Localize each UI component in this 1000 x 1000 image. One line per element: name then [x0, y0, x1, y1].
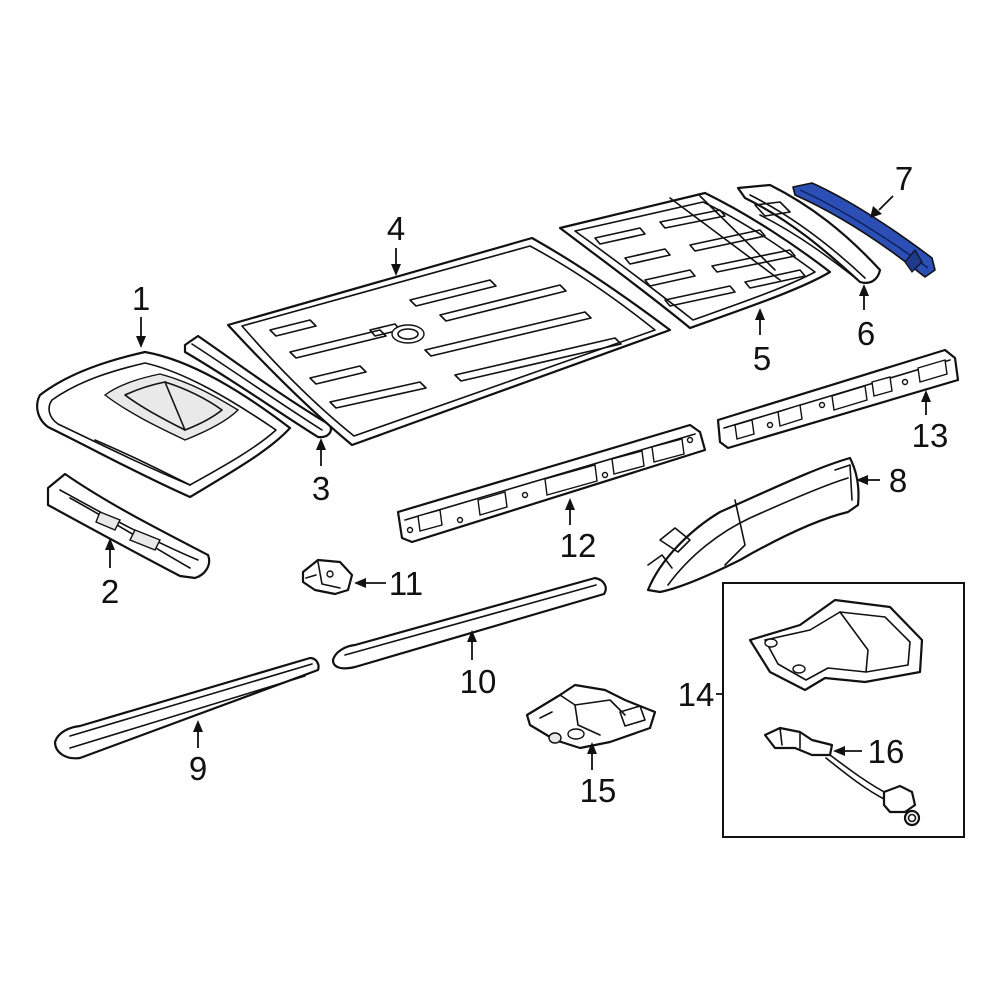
- part-4-main-roof-panel[interactable]: [226, 236, 672, 447]
- part-5-rear-roof-panel[interactable]: [558, 191, 832, 330]
- part-8-rear-quarter-panel[interactable]: [646, 456, 860, 594]
- callout-14: 14: [678, 676, 715, 713]
- callout-labels: 1 2 3 4 5 6 7 8 9 10 11 12 13 14 15 16: [101, 160, 949, 809]
- part-6-rear-header[interactable]: [736, 183, 882, 284]
- part-14-inset-cover[interactable]: [748, 598, 924, 692]
- callout-10: 10: [460, 663, 497, 700]
- callout-5: 5: [753, 340, 771, 377]
- callout-16: 16: [868, 733, 905, 770]
- part-15-mount-bracket[interactable]: [525, 683, 657, 750]
- part-16-harness[interactable]: [763, 726, 921, 827]
- callout-9: 9: [189, 750, 207, 787]
- part-10-roof-rail[interactable]: [331, 576, 607, 670]
- part-11-bracket[interactable]: [301, 558, 354, 596]
- callout-7: 7: [895, 160, 913, 197]
- part-9-roof-rail[interactable]: [53, 656, 320, 760]
- part-3-roof-bow[interactable]: [183, 334, 332, 439]
- callout-6: 6: [857, 315, 875, 352]
- callout-4: 4: [387, 210, 405, 247]
- callout-8: 8: [889, 462, 907, 499]
- part-12-roof-reinforcement[interactable]: [396, 423, 707, 544]
- part-14-inset-box: [722, 582, 965, 838]
- part-1-front-roof-panel[interactable]: [36, 350, 292, 499]
- callout-2: 2: [101, 573, 119, 610]
- callout-1: 1: [132, 280, 150, 317]
- callout-15: 15: [580, 772, 617, 809]
- callout-11: 11: [389, 565, 423, 602]
- callout-3: 3: [312, 470, 330, 507]
- callout-leaders: [105, 195, 931, 770]
- part-7-rear-spoiler[interactable]: [792, 182, 936, 278]
- callout-13: 13: [912, 417, 949, 454]
- part-2-front-header[interactable]: [46, 472, 211, 580]
- part-13-roof-reinforcement[interactable]: [716, 348, 960, 450]
- callout-12: 12: [560, 527, 597, 564]
